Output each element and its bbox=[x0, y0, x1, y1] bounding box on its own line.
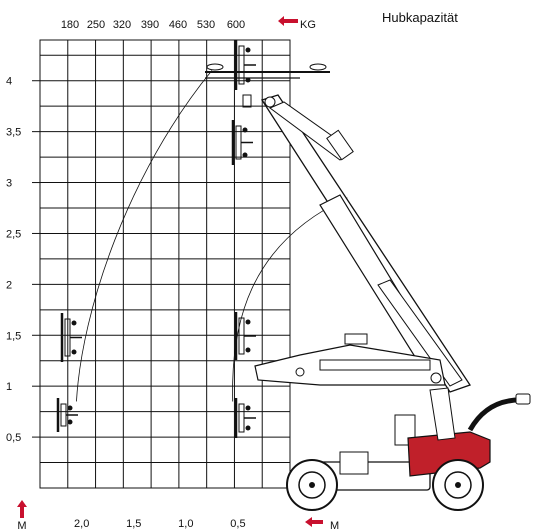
grid-frame bbox=[39, 39, 291, 489]
y-tick-label: 2 bbox=[6, 279, 12, 291]
suction-cup-icon bbox=[242, 127, 248, 133]
capacity-label: 600 bbox=[227, 19, 245, 31]
capacity-label: 250 bbox=[87, 19, 105, 31]
lifting-machine-illustration bbox=[56, 40, 531, 511]
y-tick-label: 1,5 bbox=[6, 330, 21, 342]
chart-title: Hubkapazität bbox=[382, 10, 458, 25]
wheel-center bbox=[455, 482, 461, 488]
boom-pivot bbox=[264, 96, 276, 108]
x-tick-label: 1,0 bbox=[178, 518, 193, 529]
chassis-box bbox=[339, 451, 369, 475]
capacity-label: 180 bbox=[61, 19, 79, 31]
suction-cup-icon bbox=[245, 47, 251, 53]
top-plate-joint bbox=[242, 94, 252, 108]
reach-arc-inner bbox=[232, 197, 348, 402]
left-arrow-icon bbox=[305, 517, 323, 527]
y-tick-label: 2,5 bbox=[6, 228, 21, 240]
y-tick-label: 0,5 bbox=[6, 432, 21, 444]
lower-arm-pivot bbox=[295, 367, 305, 377]
y-tick-label: 3,5 bbox=[6, 127, 21, 139]
suction-cup-icon bbox=[206, 63, 224, 71]
y-tick-label: 1 bbox=[6, 381, 12, 393]
boom-cylinder bbox=[377, 279, 463, 387]
x-tick-label: 0,5 bbox=[230, 518, 245, 529]
up-arrow-icon bbox=[17, 500, 27, 518]
chart-labels: 0,5 1 1,5 2 2,5 3 3,5 4 2,0 1,5 1,0 0,5 180 250 320 390… bbox=[6, 10, 458, 529]
suction-cup-icon bbox=[71, 320, 77, 326]
y-tick-label: 4 bbox=[6, 76, 12, 88]
suction-cup-icon bbox=[245, 347, 251, 353]
mast-support bbox=[429, 387, 456, 441]
capacity-label: 460 bbox=[169, 19, 187, 31]
suction-plate-mid-lower-frame bbox=[238, 403, 245, 433]
x-tick-label: 2,0 bbox=[74, 518, 89, 529]
capacity-label: 390 bbox=[141, 19, 159, 31]
reach-arcs bbox=[76, 70, 348, 402]
suction-cup-icon bbox=[71, 349, 77, 355]
lower-arm-bracket bbox=[344, 333, 368, 345]
suction-cup-icon bbox=[245, 425, 251, 431]
suction-plate-top-lower-frame bbox=[235, 125, 242, 160]
suction-cup-icon bbox=[245, 77, 251, 83]
y-unit-label: M bbox=[17, 520, 26, 529]
capacity-unit: KG bbox=[300, 19, 316, 31]
capacity-label: 320 bbox=[113, 19, 131, 31]
left-arrow-icon bbox=[278, 16, 298, 26]
suction-cup-icon bbox=[67, 419, 73, 425]
suction-cup-icon bbox=[242, 152, 248, 158]
suction-cup-icon bbox=[245, 319, 251, 325]
wheel-center bbox=[309, 482, 315, 488]
base-pivot bbox=[430, 372, 442, 384]
suction-plate-left-lower-frame bbox=[60, 403, 67, 427]
chart-grid bbox=[32, 39, 291, 489]
boom-head-cap bbox=[326, 129, 354, 161]
x-unit-label: M bbox=[330, 520, 339, 529]
capacity-label: 530 bbox=[197, 19, 215, 31]
x-tick-label: 1,5 bbox=[126, 518, 141, 529]
suction-cup-icon bbox=[67, 405, 73, 411]
suction-cup-icon bbox=[309, 63, 327, 71]
rear-arm-end bbox=[515, 393, 531, 405]
rear-arm bbox=[467, 397, 526, 432]
lower-arm-rail bbox=[319, 359, 431, 371]
suction-cup-icon bbox=[245, 405, 251, 411]
reach-arc-outer bbox=[76, 70, 213, 402]
y-tick-label: 3 bbox=[6, 178, 12, 190]
